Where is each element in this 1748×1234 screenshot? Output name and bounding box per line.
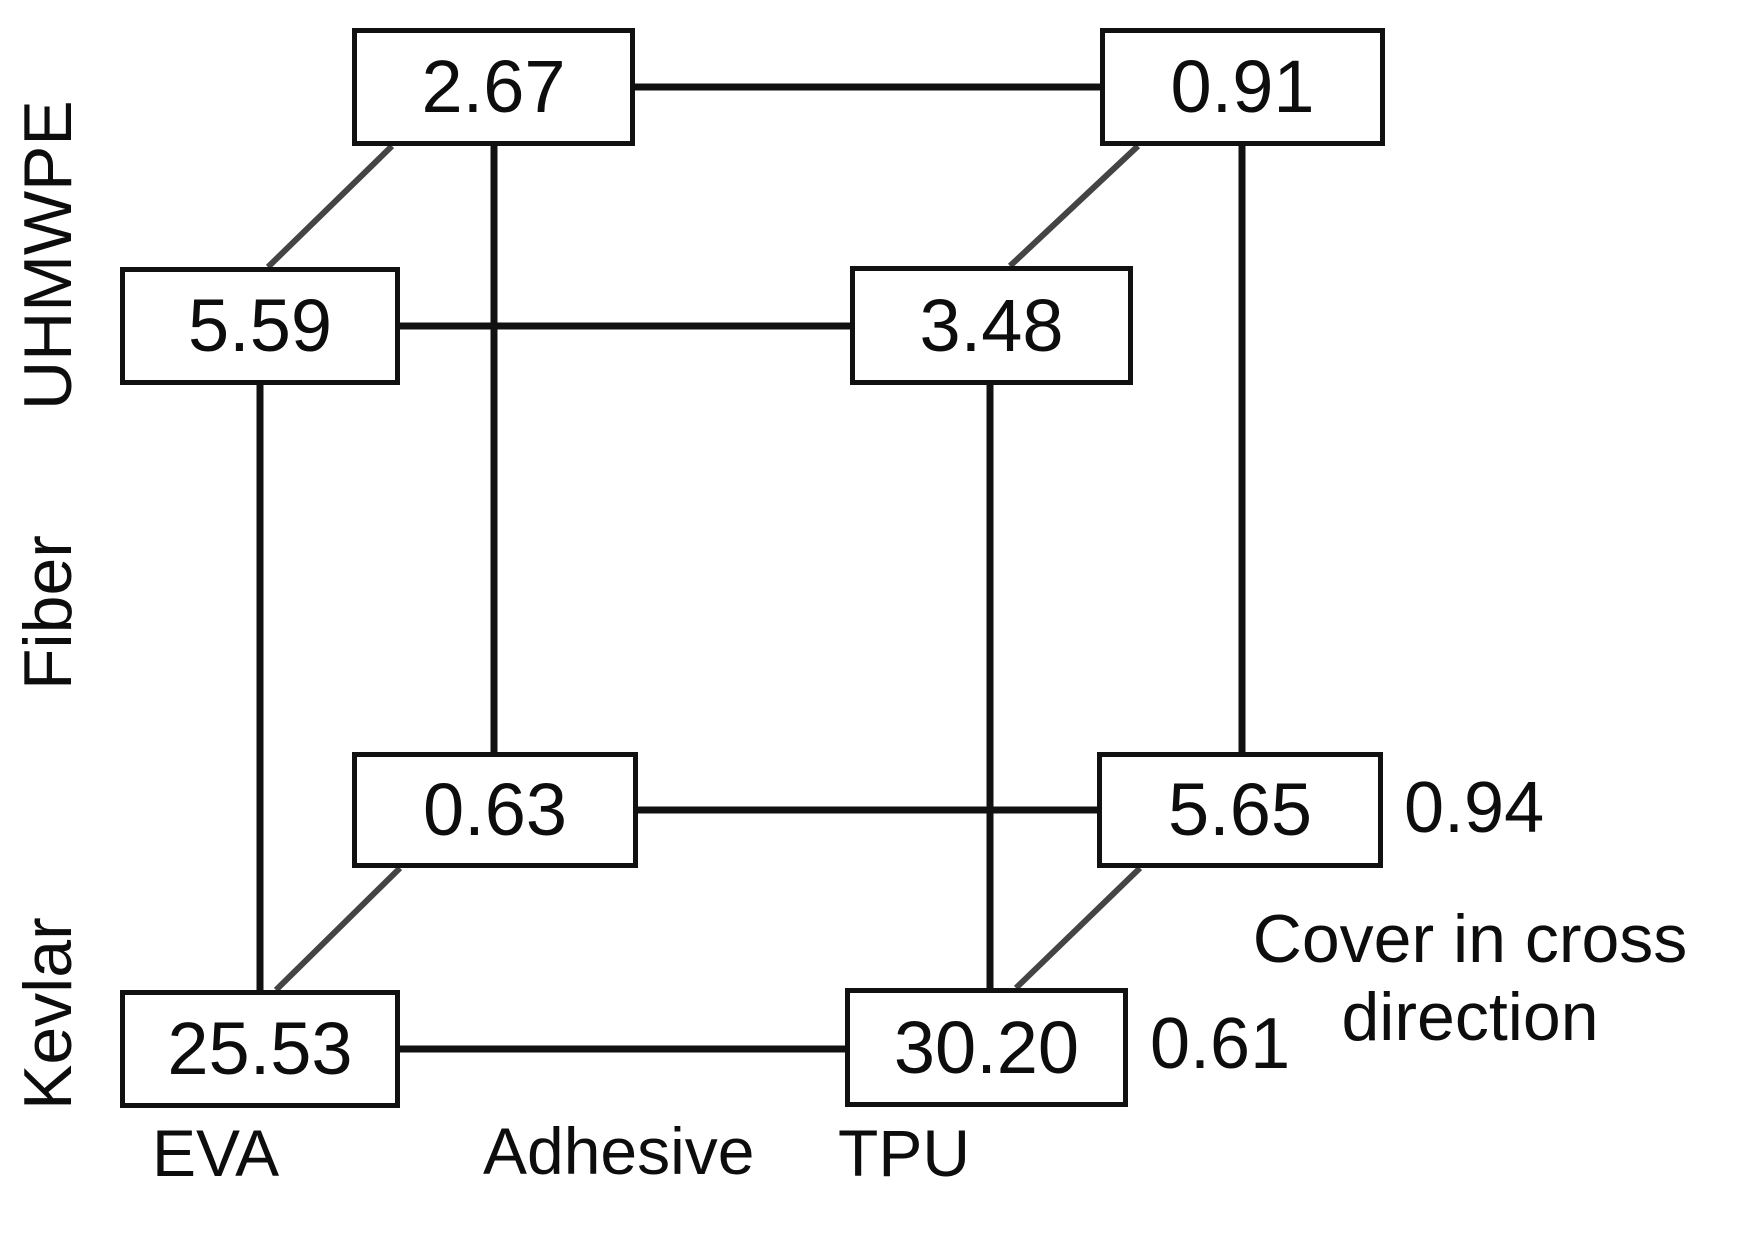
- node-box-kevlar-eva-low[interactable]: 25.53: [120, 990, 400, 1108]
- edge-diagonal-top-left: [265, 143, 395, 270]
- node-value: 25.53: [167, 1007, 353, 1090]
- node-box-kevlar-tpu-high[interactable]: 5.65: [1097, 752, 1383, 868]
- depth-axis-caption-line1: Cover in cross: [1252, 901, 1688, 977]
- axis-label-fiber: Fiber: [10, 535, 86, 690]
- axis-label-adhesive: Adhesive: [483, 1114, 755, 1188]
- axis-label-eva: EVA: [152, 1116, 280, 1190]
- node-value: 30.20: [893, 1005, 1080, 1089]
- node-value: 2.67: [421, 45, 566, 128]
- depth-level-value-low: 0.61: [1150, 1004, 1291, 1084]
- axis-label-uhmwpe: UHMWPE: [10, 100, 86, 410]
- node-box-kevlar-tpu-low[interactable]: 30.20: [845, 988, 1128, 1107]
- depth-axis-caption-line2: direction: [1341, 979, 1599, 1056]
- node-value: 3.48: [919, 283, 1064, 367]
- node-box-uhmwpe-tpu-low[interactable]: 3.48: [850, 266, 1133, 385]
- node-box-uhmwpe-eva-low[interactable]: 5.59: [120, 267, 400, 385]
- node-value: 0.91: [1170, 45, 1315, 128]
- node-value: 0.63: [422, 768, 568, 851]
- edge-diagonal-bottom-right: [1013, 865, 1143, 991]
- depth-level-value-high: 0.94: [1404, 768, 1545, 848]
- node-box-kevlar-eva-high[interactable]: 0.63: [352, 752, 638, 868]
- depth-axis-caption: Cover in cross direction: [1200, 900, 1740, 1056]
- node-value: 5.65: [1167, 768, 1313, 851]
- node-value: 5.59: [187, 284, 333, 367]
- axis-label-kevlar: Kevlar: [10, 917, 86, 1110]
- axis-label-tpu: TPU: [838, 1116, 970, 1190]
- edge-diagonal-top-right: [1007, 143, 1141, 269]
- edge-diagonal-bottom-left: [273, 865, 403, 993]
- node-box-uhmwpe-tpu-high[interactable]: 0.91: [1100, 28, 1385, 146]
- node-box-uhmwpe-eva-high[interactable]: 2.67: [352, 28, 635, 146]
